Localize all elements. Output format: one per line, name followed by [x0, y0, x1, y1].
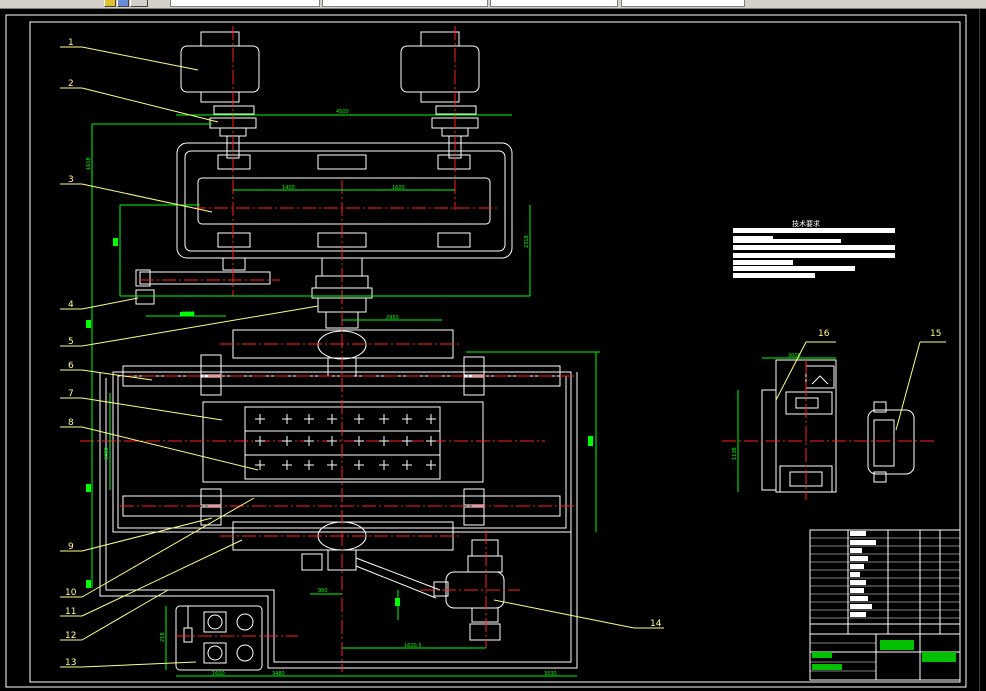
drawing-outer-frame	[5, 14, 967, 688]
svg-text:1600: 1600	[392, 185, 405, 191]
label-3: 3	[68, 175, 74, 185]
svg-text:3480: 3480	[272, 671, 285, 677]
svg-text:3530: 3530	[544, 671, 557, 677]
svg-text:900: 900	[318, 588, 328, 594]
motor-right-base	[420, 91, 460, 103]
svg-text:3000: 3000	[788, 353, 801, 359]
title-block	[809, 529, 961, 681]
motor-left-base	[200, 91, 240, 103]
coupling-right	[435, 105, 477, 115]
label-8: 8	[68, 418, 74, 428]
lever-handle	[135, 289, 155, 305]
svg-text:2318: 2318	[524, 235, 530, 248]
label-12: 12	[65, 631, 76, 641]
label-16: 16	[818, 329, 830, 339]
layer-state-icon[interactable]	[104, 0, 116, 7]
label-5: 5	[68, 337, 74, 347]
gearbox-housing	[176, 142, 513, 259]
label-1: 1	[68, 38, 74, 48]
svg-text:2950: 2950	[386, 315, 399, 321]
svg-text:3480: 3480	[104, 447, 110, 460]
base-outline	[99, 372, 578, 669]
motor-left-cap	[200, 31, 240, 47]
color-combo[interactable]	[322, 0, 488, 7]
svg-text:4500: 4500	[336, 109, 349, 115]
control-box	[175, 605, 263, 671]
layer-combo[interactable]	[170, 0, 320, 7]
svg-text:2000: 2000	[182, 311, 195, 317]
notes-title: 技术要求	[792, 219, 820, 228]
property-toolbar	[0, 0, 986, 9]
label-9: 9	[68, 542, 74, 552]
linetype-combo[interactable]	[490, 0, 618, 7]
gearbox-inner	[197, 177, 491, 225]
label-6: 6	[68, 361, 74, 371]
roller-housing	[202, 401, 484, 483]
layer-manager-icon[interactable]	[117, 0, 129, 7]
svg-text:1600.5: 1600.5	[404, 643, 422, 649]
drawing-canvas[interactable]: 技术要求	[0, 9, 986, 691]
label-4: 4	[68, 300, 74, 310]
drawing-inner-frame	[29, 21, 961, 683]
lineweight-combo[interactable]	[621, 0, 745, 7]
svg-text:1138: 1138	[732, 447, 738, 460]
label-7: 7	[68, 389, 74, 399]
label-2: 2	[68, 79, 74, 89]
cad-drawing: 技术要求	[5, 14, 967, 688]
svg-text:218: 218	[160, 632, 166, 642]
label-13: 13	[65, 658, 76, 668]
motor-right-cap	[420, 31, 460, 47]
label-10: 10	[65, 588, 77, 598]
svg-text:1600: 1600	[212, 671, 225, 677]
layer-prev-icon[interactable]	[130, 0, 148, 7]
label-11: 11	[65, 607, 76, 617]
motor-right	[400, 45, 480, 93]
label-15: 15	[930, 329, 941, 339]
lever-arm	[139, 271, 271, 285]
svg-text:1618: 1618	[86, 157, 92, 170]
side-view-15	[867, 409, 915, 475]
vertical-scrollbar[interactable]	[979, 9, 986, 691]
coupling-left	[213, 105, 255, 115]
label-14: 14	[650, 619, 662, 629]
svg-text:1400: 1400	[282, 185, 295, 191]
